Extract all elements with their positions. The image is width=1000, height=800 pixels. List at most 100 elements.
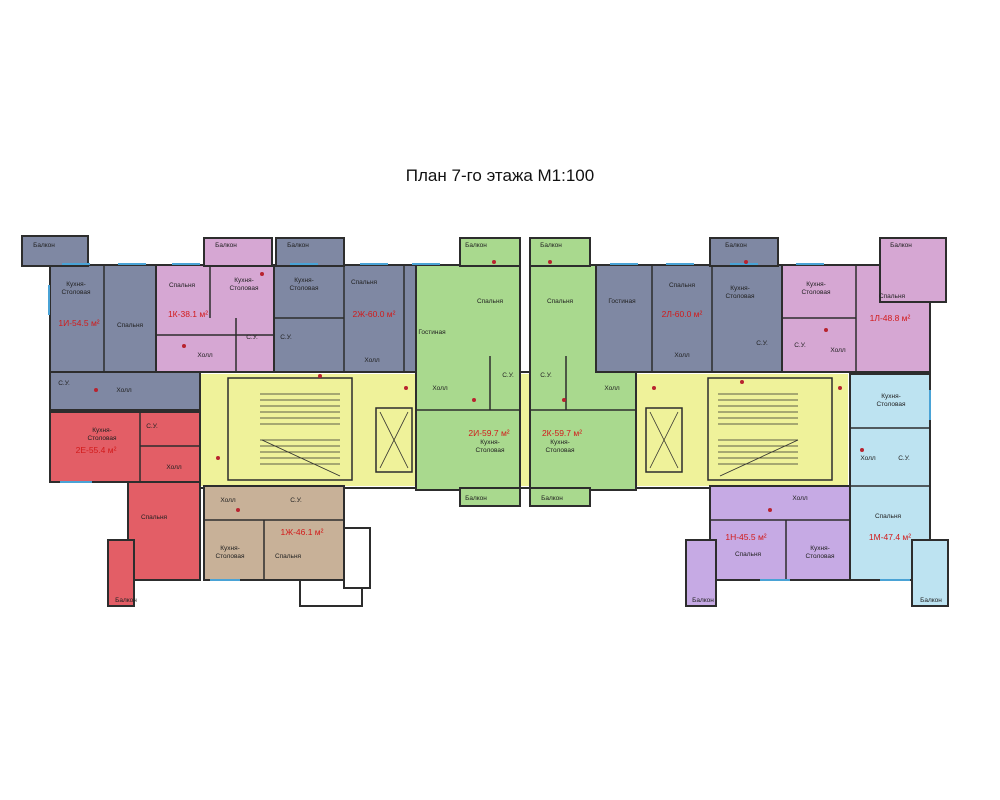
label-kitchen: Кухня- <box>480 439 500 446</box>
label-hall: Холл <box>220 497 236 504</box>
label-bath: С.У. <box>280 334 292 341</box>
label-kitchen: Кухня- <box>550 439 570 446</box>
plan-title: План 7-го этажа М1:100 <box>405 166 595 185</box>
label-bath: С.У. <box>898 455 910 462</box>
apt-2zh-balcony <box>275 237 345 267</box>
left-lift <box>375 407 413 473</box>
label-bath: С.У. <box>146 423 158 430</box>
apt-2k-balcony-bottom <box>529 487 591 507</box>
apt-1k-zone <box>155 264 275 373</box>
lift-crosses <box>379 411 679 469</box>
apt-2e-zone <box>49 411 201 483</box>
apt-2i-zone <box>415 264 521 491</box>
label-balcony: Балкон <box>115 597 137 604</box>
label-bath: С.У. <box>502 372 514 379</box>
apt-1k-balcony <box>203 237 273 267</box>
label-kitchen: Столовая <box>229 285 259 292</box>
label-kitchen: Столовая <box>805 553 835 560</box>
label-bedroom: Спальня <box>879 293 906 300</box>
apt-1m-balcony <box>911 539 949 607</box>
label-kitchen: Столовая <box>61 289 91 296</box>
apt-area-2e: 2Е-55.4 м² <box>76 445 117 455</box>
label-kitchen: Кухня- <box>220 545 240 552</box>
apt-area-1zh: 1Ж-46.1 м² <box>281 527 324 537</box>
label-bedroom: Спальня <box>477 298 504 305</box>
label-hall: Холл <box>830 347 846 354</box>
apt-1i-balcony <box>21 235 89 267</box>
label-hall: Холл <box>116 387 132 394</box>
label-balcony: Балкон <box>692 597 714 604</box>
label-kitchen: Кухня- <box>294 277 314 284</box>
corridor-zone <box>200 374 848 486</box>
left-stair <box>227 377 353 481</box>
apt-area-2k: 2К-59.7 м² <box>542 428 582 438</box>
label-bath: С.У. <box>58 380 70 387</box>
label-bedroom: Спальня <box>669 282 696 289</box>
label-hall: Холл <box>432 385 448 392</box>
apt-1zh-zone <box>203 485 345 581</box>
apt-2e-bedroom-zone <box>127 481 201 581</box>
label-hall: Холл <box>166 464 182 471</box>
apt-area-2zh: 2Ж-60.0 м² <box>353 309 396 319</box>
label-living: Гостиная <box>418 329 446 336</box>
label-kitchen: Столовая <box>215 553 245 560</box>
label-balcony: Балкон <box>920 597 942 604</box>
label-living: Гостиная <box>608 298 636 305</box>
apt-area-1m: 1М-47.4 м² <box>869 532 911 542</box>
right-stair <box>707 377 833 481</box>
right-stair-treads <box>718 393 799 477</box>
label-balcony: Балкон <box>33 242 55 249</box>
apt-2i-balcony-top <box>459 237 521 267</box>
label-kitchen: Кухня- <box>881 393 901 400</box>
apt-2l-zone <box>595 264 783 373</box>
label-bath: С.У. <box>540 372 552 379</box>
label-balcony: Балкон <box>541 495 563 502</box>
label-bedroom: Спальня <box>117 322 144 329</box>
label-bedroom: Спальня <box>735 551 762 558</box>
apt-2e-balcony <box>107 539 135 607</box>
label-kitchen: Столовая <box>87 435 117 442</box>
partitions <box>103 265 930 580</box>
label-hall: Холл <box>604 385 620 392</box>
apt-1l-balcony <box>879 237 947 303</box>
label-bath: С.У. <box>246 334 258 341</box>
label-balcony: Балкон <box>465 242 487 249</box>
label-kitchen: Кухня- <box>66 281 86 288</box>
door-markers <box>94 260 864 512</box>
apt-area-1i: 1И-54.5 м² <box>58 318 99 328</box>
label-kitchen: Кухня- <box>234 277 254 284</box>
label-kitchen: Столовая <box>725 293 755 300</box>
label-bedroom: Спальня <box>275 553 302 560</box>
apt-2i-balcony-bottom <box>459 487 521 507</box>
label-hall: Холл <box>364 357 380 364</box>
apt-2l-balcony <box>709 237 779 267</box>
label-kitchen: Кухня- <box>730 285 750 292</box>
windows <box>48 263 931 581</box>
label-bedroom: Спальня <box>875 513 902 520</box>
label-kitchen: Кухня- <box>810 545 830 552</box>
label-bedroom: Спальня <box>169 282 196 289</box>
label-kitchen: Столовая <box>475 447 505 454</box>
apt-area-1n: 1Н-45.5 м² <box>725 532 766 542</box>
label-kitchen: Столовая <box>801 289 831 296</box>
apt-2k-balcony-top <box>529 237 591 267</box>
label-hall: Холл <box>197 352 213 359</box>
label-hall: Холл <box>674 352 690 359</box>
label-kitchen: Столовая <box>876 401 906 408</box>
apt-area-1l: 1Л-48.8 м² <box>870 313 911 323</box>
apt-area-2l: 2Л-60.0 м² <box>662 309 703 319</box>
right-lift <box>645 407 683 473</box>
label-bedroom: Спальня <box>351 279 378 286</box>
apt-area-2i: 2И-59.7 м² <box>468 428 509 438</box>
label-bedroom: Спальня <box>547 298 574 305</box>
label-bath: С.У. <box>794 342 806 349</box>
apt-1n-zone <box>709 485 851 581</box>
label-bedroom: Спальня <box>141 514 168 521</box>
label-balcony: Балкон <box>890 242 912 249</box>
label-hall: Холл <box>792 495 808 502</box>
label-balcony: Балкон <box>540 242 562 249</box>
label-balcony: Балкон <box>725 242 747 249</box>
apt-1zh-balcony-side <box>343 527 371 589</box>
label-bath: С.У. <box>756 340 768 347</box>
